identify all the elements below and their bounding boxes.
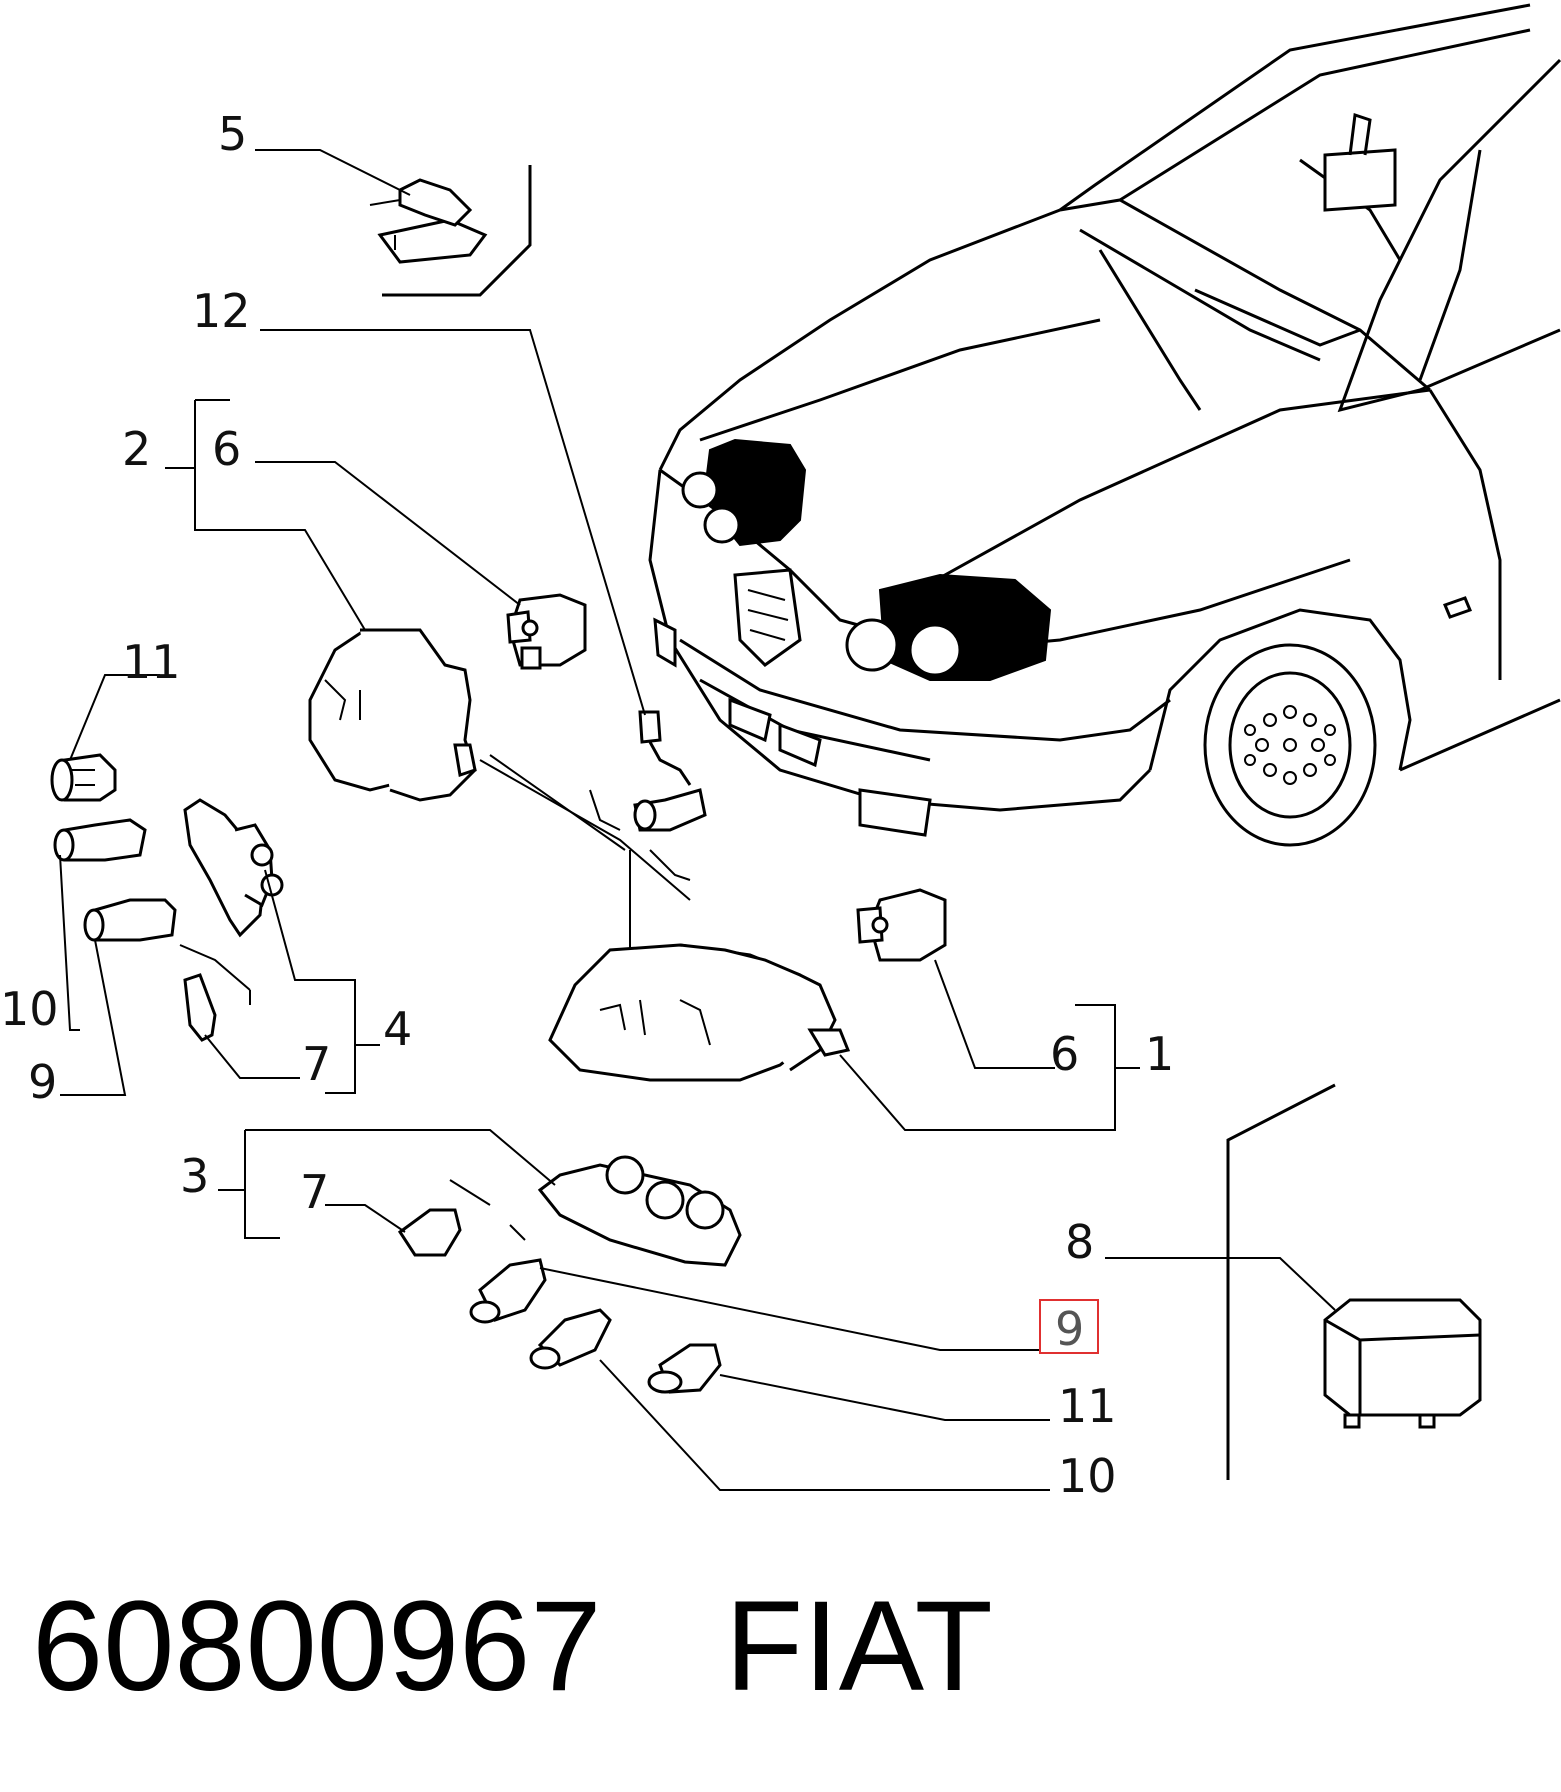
callout-7-low[interactable]: 7 [300,1165,329,1219]
callout-9-highlight-box [1039,1299,1099,1354]
callout-11-right[interactable]: 11 [1058,1379,1117,1433]
part-12-bulb-cable [633,710,707,832]
relay-divider-line [1226,1083,1336,1480]
callout-9-selected[interactable]: 9 [1055,1302,1084,1356]
part-6-bulb-right [856,888,947,962]
callout-5[interactable]: 5 [218,107,247,161]
callout-9-left[interactable]: 9 [28,1055,57,1109]
bulb-11-lower [647,1343,722,1394]
callout-10-right[interactable]: 10 [1058,1449,1117,1503]
callout-11-left[interactable]: 11 [122,635,181,689]
explode-lines-upper [479,754,691,950]
callout-8[interactable]: 8 [1065,1215,1094,1269]
bulb-9-left [83,898,177,942]
part-7-reflector-low [397,1208,462,1257]
callout-7-mid[interactable]: 7 [302,1037,331,1091]
callout-6-right[interactable]: 6 [1050,1027,1079,1081]
bulb-11-left [50,753,117,802]
bulb-10-lower [529,1308,612,1370]
part-4-side-lamp [179,798,284,1005]
bulb-9-lower [469,1258,547,1324]
callout-2[interactable]: 2 [122,422,151,476]
callout-12[interactable]: 12 [192,284,251,338]
callout-4[interactable]: 4 [383,1002,412,1056]
callout-10-left[interactable]: 10 [0,982,59,1036]
part-7-side-reflector-mid [183,973,217,1042]
brand-name: FIAT [725,1575,993,1718]
part-8-relay [1323,1298,1482,1429]
bulb-10-left [53,818,147,862]
part-number: 60800967 [32,1575,602,1718]
part-6-bulb-top [506,593,587,670]
car-front-illustration [648,3,1561,847]
part-1-headlamp-assembly [548,943,851,1082]
part-5-clip [369,165,532,297]
callout-1[interactable]: 1 [1145,1027,1174,1081]
part-3-indicator-lamp [449,1155,742,1267]
callout-3[interactable]: 3 [180,1149,209,1203]
part-2-round-headlamp [308,628,477,802]
callout-6-top[interactable]: 6 [212,422,241,476]
leader-lines [59,149,1336,1491]
